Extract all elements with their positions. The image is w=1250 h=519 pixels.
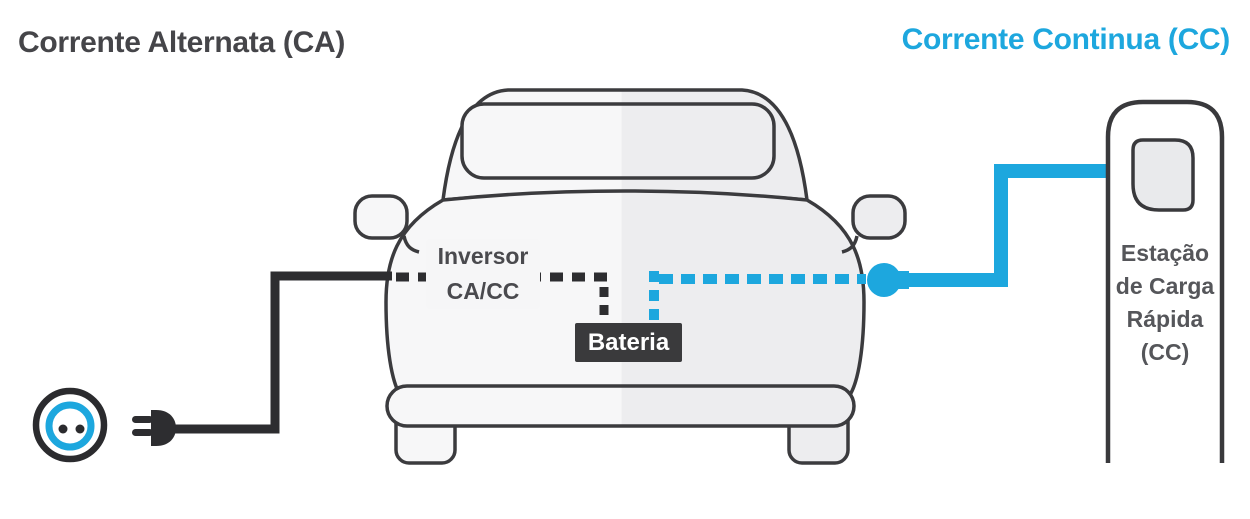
inverter-label: Inversor CA/CC xyxy=(426,239,540,309)
charging-port-icon xyxy=(867,263,901,297)
outlet-inner-ring xyxy=(45,401,95,451)
outlet-hole-left xyxy=(58,424,68,434)
dc-cable xyxy=(897,164,1114,287)
car-mirror-right-stem xyxy=(841,235,859,254)
car-mirror-right xyxy=(851,194,907,240)
inverter-label-line2: CA/CC xyxy=(446,278,520,304)
outlet-hole-right xyxy=(75,424,85,434)
plug-icon xyxy=(132,410,176,446)
battery-label-box: Bateria xyxy=(575,323,682,362)
station-label-line3: Rápida xyxy=(1126,306,1204,332)
inverter-label-line1: Inversor xyxy=(437,243,529,269)
car-mirror-left-stem xyxy=(402,235,420,254)
ac-cable xyxy=(172,271,392,434)
car-mirror-left xyxy=(353,194,409,240)
plug-body xyxy=(151,410,176,446)
plug-prong-bottom xyxy=(132,429,153,436)
battery-label: Bateria xyxy=(587,329,670,356)
station-label-line1: Estação xyxy=(1120,240,1210,266)
charging-station-screen xyxy=(1131,138,1195,212)
station-label-line2: de Carga xyxy=(1115,273,1215,299)
title-direct-current: Corrente Continua (CC) xyxy=(901,23,1231,56)
charging-station-icon xyxy=(1105,99,1225,463)
station-label-line4: (CC) xyxy=(1140,339,1190,365)
power-outlet-icon xyxy=(32,387,108,463)
plug-prong-top xyxy=(132,416,153,423)
car-windshield xyxy=(460,102,776,180)
title-alternating-current: Corrente Alternata (CA) xyxy=(18,26,346,59)
car-bumper xyxy=(385,384,856,428)
charging-station-label: Estação de Carga Rápida (CC) xyxy=(1108,237,1222,369)
